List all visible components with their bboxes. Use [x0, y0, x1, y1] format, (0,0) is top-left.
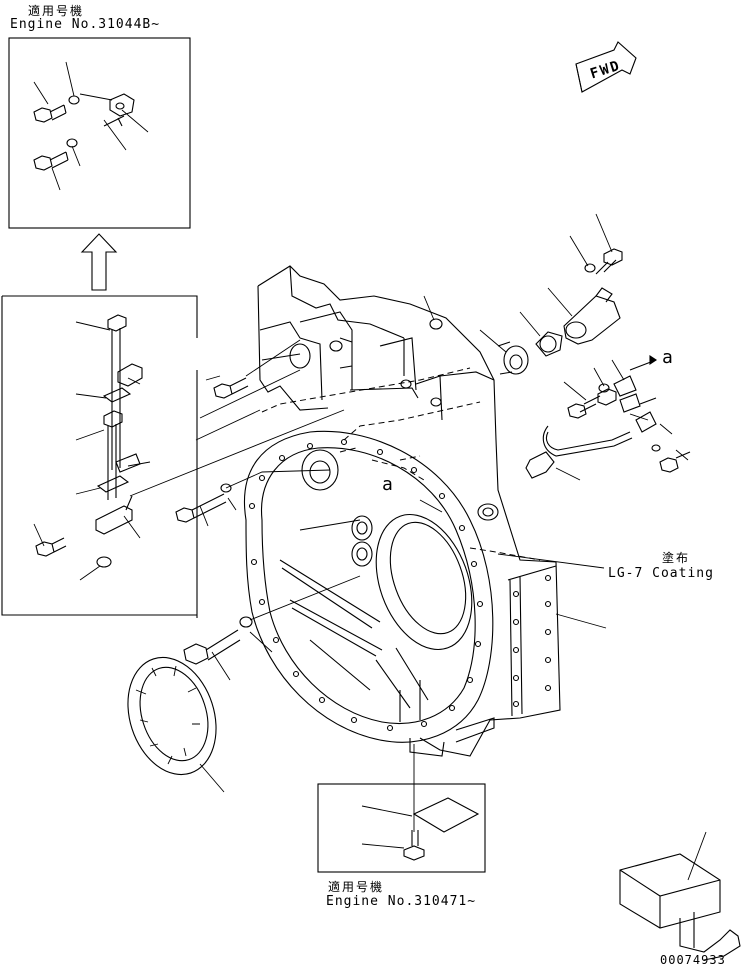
top-left-applies-label: 適用号機	[28, 4, 85, 18]
detail-box-top-left	[8, 37, 191, 229]
fwd-arrow	[575, 41, 637, 93]
left-bolts	[175, 339, 361, 681]
bottom-engine-label: Engine No.310471~	[326, 894, 477, 909]
top-left-engine-label: Engine No.31044B~	[10, 17, 161, 32]
shaft-part	[619, 831, 741, 961]
detail-box-left	[1, 295, 198, 618]
bottom-applies-label: 適用号機	[328, 880, 385, 894]
coating-leader	[497, 553, 605, 569]
detail-box-bottom	[317, 744, 486, 873]
figure-number: 00074933	[660, 953, 726, 967]
view-ref-a-top: a	[662, 347, 674, 368]
sensor-assembly	[423, 213, 691, 481]
coating-jp-label: 塗布	[662, 551, 691, 565]
coating-en-label: LG-7 Coating	[608, 566, 714, 581]
oil-seal	[127, 656, 225, 793]
view-ref-a-housing: a	[382, 474, 394, 495]
up-arrow-icon	[80, 233, 118, 291]
flywheel-housing	[244, 265, 561, 757]
